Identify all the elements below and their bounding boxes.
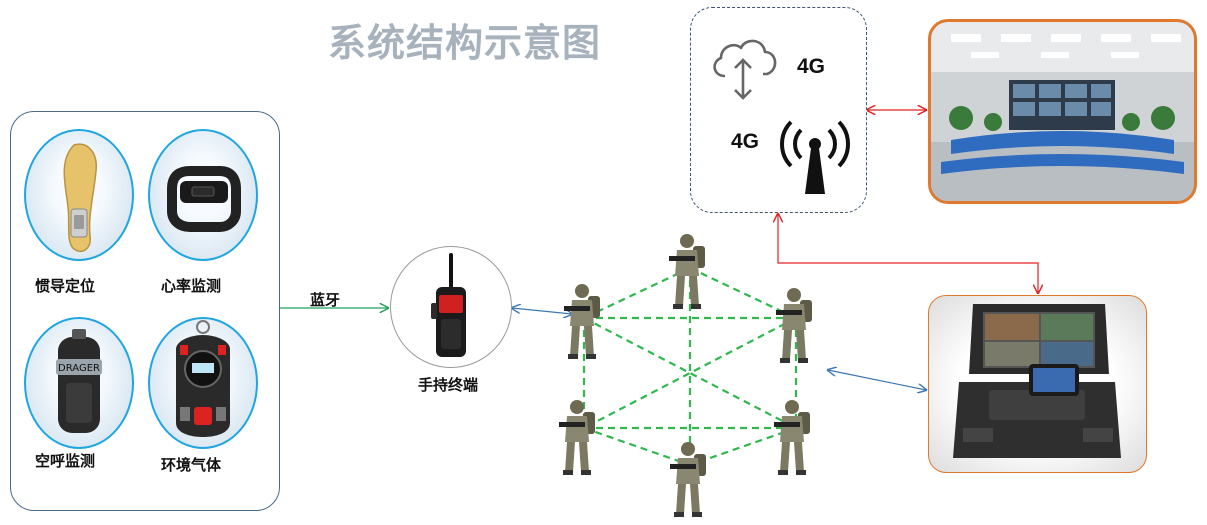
heart-rate-band-icon [148, 129, 258, 261]
command-center-image [928, 19, 1197, 204]
diagram-title: 系统结构示意图 [328, 21, 602, 65]
handheld-terminal [390, 246, 512, 368]
soldier-mesh-network [582, 267, 798, 467]
sensor-label-breathing: 空呼监测 [35, 452, 96, 470]
cloud-upload-icon [713, 39, 777, 100]
4g-tower-label: 4G [731, 130, 760, 153]
soldier-icon [665, 232, 715, 310]
handheld-terminal-label: 手持终端 [418, 376, 479, 394]
command-center-icon [931, 22, 1194, 201]
soldier-icon [666, 440, 716, 518]
handheld-radio-icon [431, 253, 466, 357]
portable-terminal-image [928, 295, 1147, 473]
mesh-to-portable-link [828, 370, 926, 390]
soldier-icon [772, 286, 822, 364]
sensor-panel: 惯导定位 心率监测 DRAGER 空呼监测 环境气体 [10, 111, 280, 511]
gas-detector-icon [148, 317, 258, 449]
handheld-to-mesh-link [512, 308, 572, 314]
signal-tower-icon [780, 120, 850, 194]
insole-sensor-icon [24, 129, 134, 261]
soldier-icon [770, 398, 820, 476]
sensor-label-heart-rate: 心率监测 [161, 277, 222, 295]
svg-text:DRAGER: DRAGER [58, 363, 100, 374]
network-box: 4G 4G [690, 7, 867, 213]
soldier-icon [555, 398, 605, 476]
soldier-icon [560, 282, 610, 360]
breathing-apparatus-icon: DRAGER [24, 317, 134, 449]
rugged-laptop-icon [953, 304, 1121, 458]
bluetooth-label: 蓝牙 [310, 291, 341, 309]
4g-cloud-label: 4G [797, 55, 826, 78]
sensor-label-gas: 环境气体 [161, 456, 222, 474]
network-to-portable-link [778, 214, 1038, 293]
sensor-label-inertial: 惯导定位 [35, 277, 96, 295]
